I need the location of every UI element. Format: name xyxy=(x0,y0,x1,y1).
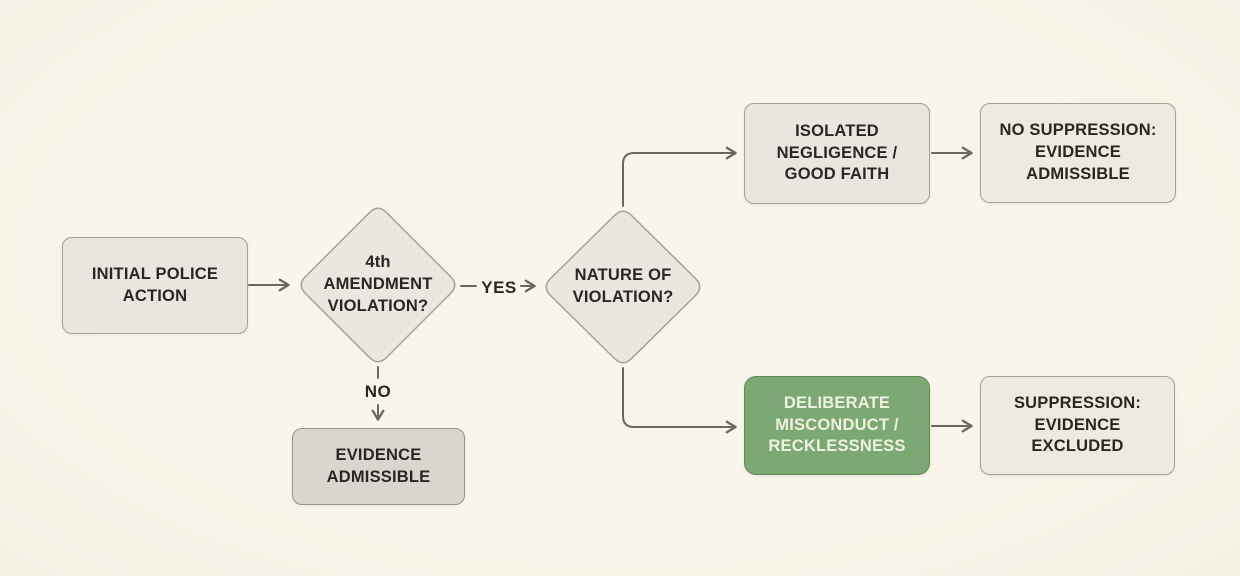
edge-nature-to-isolated xyxy=(622,146,737,207)
node-deliberate-misconduct: DELIBERATE MISCONDUCT / RECKLESSNESS xyxy=(744,376,930,475)
decision-diamond-nature-of-violation xyxy=(545,210,701,364)
node-no-suppression: NO SUPPRESSION: EVIDENCE ADMISSIBLE xyxy=(980,103,1176,203)
node-isolated-negligence: ISOLATED NEGLIGENCE / GOOD FAITH xyxy=(744,103,930,204)
decision-diamond-4th-amendment xyxy=(300,207,456,363)
edge-label-yes: YES xyxy=(481,278,517,297)
node-initial-police-action: INITIAL POLICE ACTION xyxy=(62,237,248,334)
node-evidence-admissible: EVIDENCE ADMISSIBLE xyxy=(292,428,465,505)
node-suppression: SUPPRESSION: EVIDENCE EXCLUDED xyxy=(980,376,1175,475)
edge-nature-to-deliberate xyxy=(622,367,737,434)
edge-label-no: NO xyxy=(364,382,392,401)
